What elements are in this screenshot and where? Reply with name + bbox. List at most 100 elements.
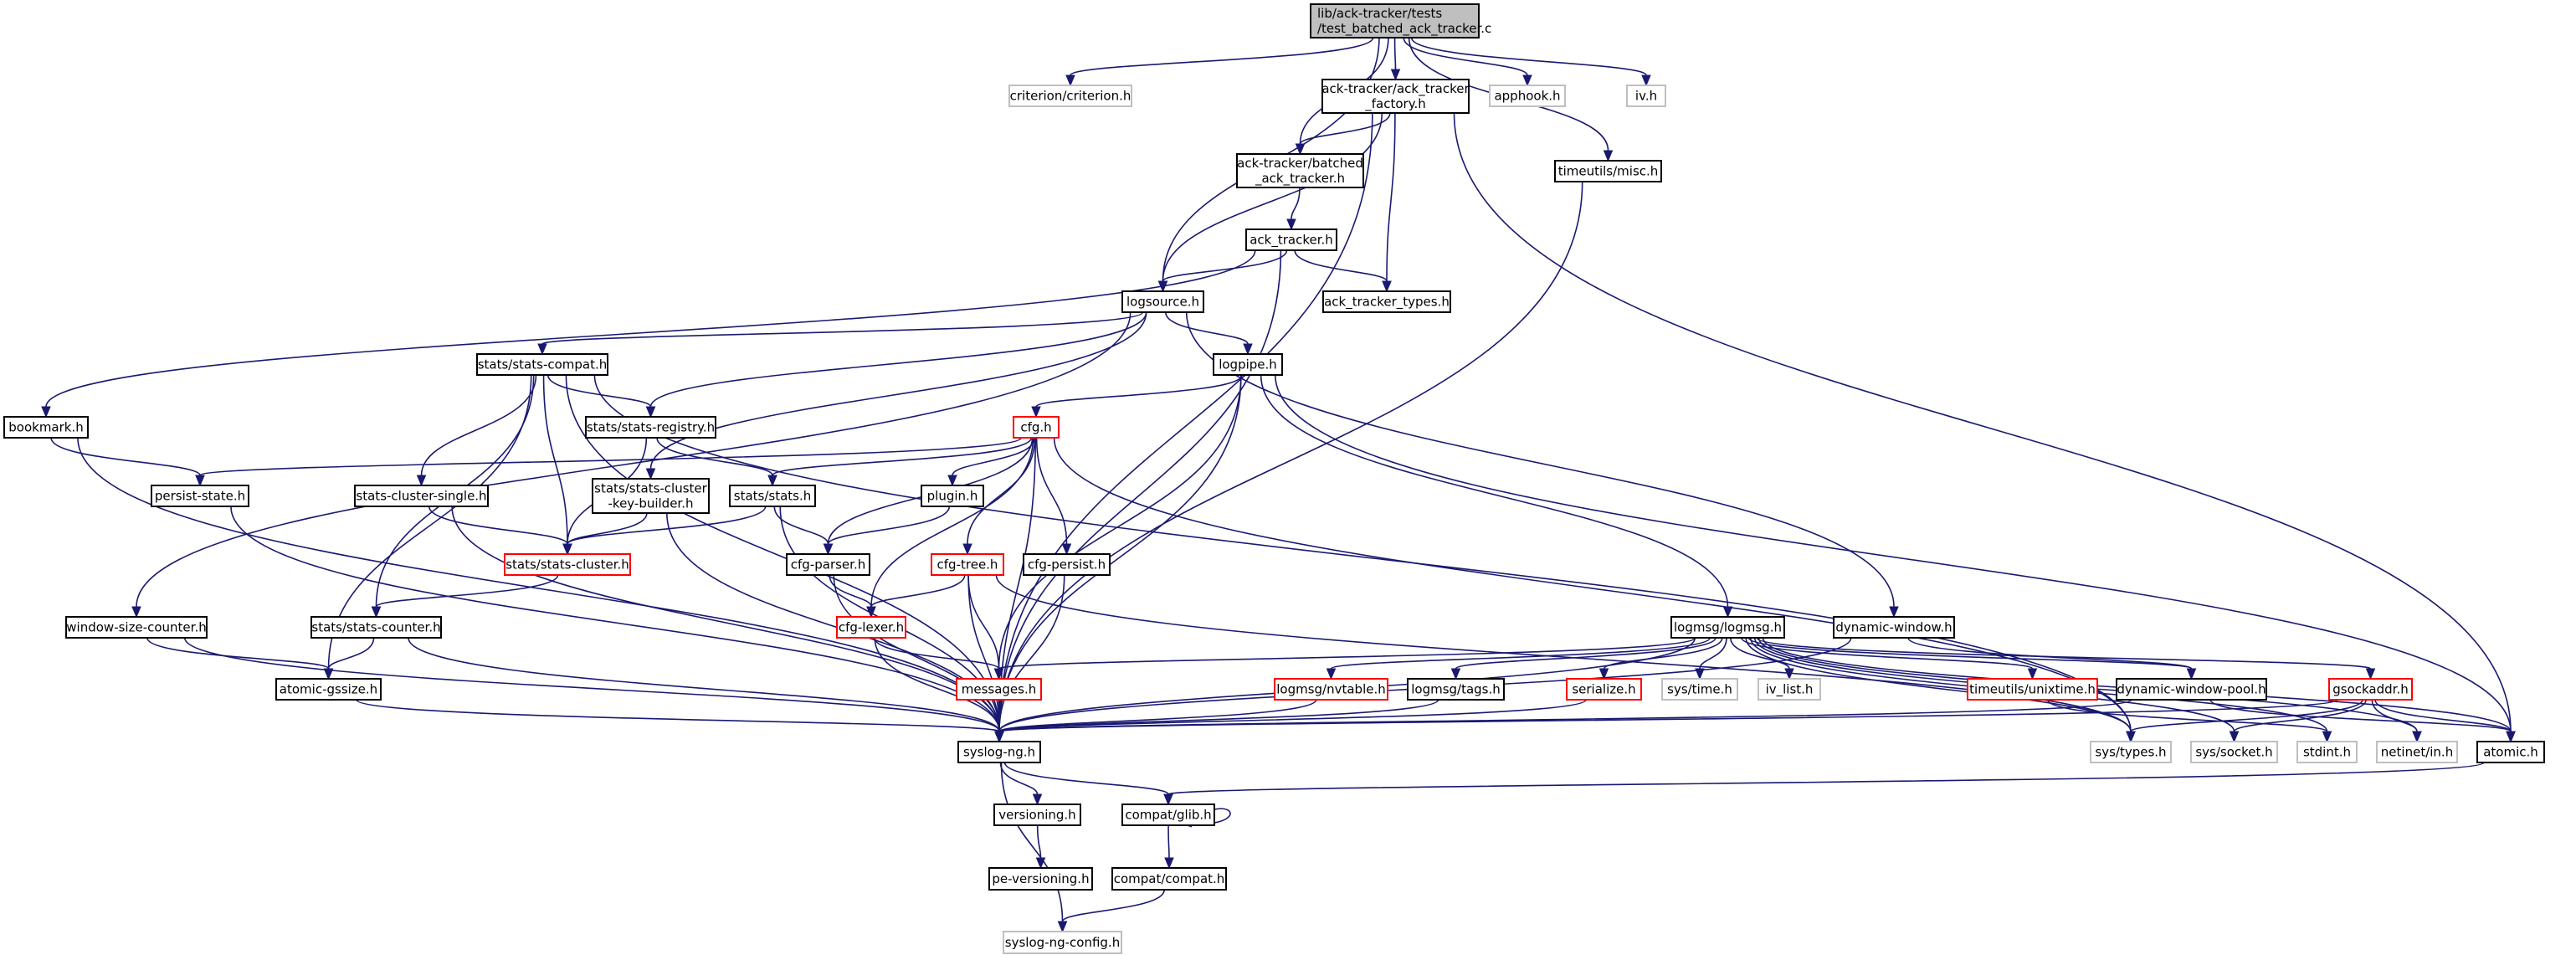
node-tags[interactable]: logmsg/tags.h xyxy=(1407,678,1505,701)
edge-line xyxy=(327,637,375,670)
node-stats-registry[interactable]: stats/stats-registry.h xyxy=(585,416,716,439)
arrowhead xyxy=(131,606,141,619)
node-stats-h[interactable]: stats/stats.h xyxy=(729,485,816,507)
node-messages[interactable]: messages.h xyxy=(956,678,1042,701)
edge-stats_h-to-stats_cluster xyxy=(562,506,767,556)
edge-line xyxy=(952,437,1035,476)
arrowhead xyxy=(1164,857,1174,870)
edge-compat_glib-to-compat_compat xyxy=(1164,824,1174,870)
arrowhead xyxy=(823,543,834,556)
node-syslog-ng[interactable]: syslog-ng.h xyxy=(957,741,1041,763)
node-label: iv_list.h xyxy=(1766,682,1814,698)
arrowhead xyxy=(1641,74,1651,87)
node-criterion[interactable]: criterion/criterion.h xyxy=(1008,85,1132,107)
node-atomic-gssize[interactable]: atomic-gssize.h xyxy=(275,678,382,701)
node-label: stats/stats-registry.h xyxy=(587,420,715,435)
node-atomic[interactable]: atomic.h xyxy=(2476,741,2545,763)
node-label: logpipe.h xyxy=(1219,357,1277,372)
node-box xyxy=(729,485,816,507)
edge-line xyxy=(146,637,330,670)
node-logsource[interactable]: logsource.h xyxy=(1121,290,1204,313)
edge-line xyxy=(874,637,1000,670)
edge-ack_factory-to-ack_types xyxy=(1382,112,1396,293)
node-syslog-ng-config[interactable]: syslog-ng-config.h xyxy=(1003,931,1122,954)
node-dynamic-window[interactable]: dynamic-window.h xyxy=(1833,616,1955,639)
node-stats-cluster-single[interactable]: stats-cluster-single.h xyxy=(354,485,489,507)
edge-line xyxy=(2046,699,2328,732)
node-ack-factory[interactable]: ack-tracker/ack_tracker_factory.h xyxy=(1321,79,1470,114)
node-gsockaddr[interactable]: gsockaddr.h xyxy=(2328,678,2413,701)
node-label: cfg-parser.h xyxy=(791,557,865,572)
node-logpipe[interactable]: logpipe.h xyxy=(1213,353,1283,376)
node-stats-ckb[interactable]: stats/stats-cluster-key-builder.h xyxy=(592,478,710,514)
arrowhead xyxy=(993,668,1004,680)
node-netinet-in[interactable]: netinet/in.h xyxy=(2376,741,2458,763)
node-box xyxy=(2116,678,2267,701)
node-root[interactable]: lib/ack-tracker/tests/test_batched_ack_t… xyxy=(1310,3,1491,39)
node-iv-list[interactable]: iv_list.h xyxy=(1758,678,1821,701)
node-label: /test_batched_ack_tracker.c xyxy=(1317,21,1491,37)
edge-line xyxy=(1330,637,1711,670)
edge-line xyxy=(565,374,1000,732)
node-timeutils-misc[interactable]: timeutils/misc.h xyxy=(1554,160,1662,182)
edge-gsockaddr-to-atomic xyxy=(2374,699,2516,743)
node-nvtable[interactable]: logmsg/nvtable.h xyxy=(1274,678,1388,701)
node-box xyxy=(1213,353,1283,376)
node-stats-cluster[interactable]: stats/stats-cluster.h xyxy=(504,553,631,576)
node-label: logsource.h xyxy=(1126,295,1199,310)
node-versioning[interactable]: versioning.h xyxy=(993,804,1081,826)
node-sys-socket[interactable]: sys/socket.h xyxy=(2190,741,2278,763)
edge-line xyxy=(1260,374,1729,608)
edge-stats_cluster-to-stats_counter xyxy=(371,574,559,619)
node-batched[interactable]: ack-tracker/batched_ack_tracker.h xyxy=(1236,153,1364,188)
edge-cfg_persist-to-syslog_ng xyxy=(994,574,1065,743)
node-label: dynamic-window-pool.h xyxy=(2117,682,2266,697)
node-sys-types[interactable]: sys/types.h xyxy=(2090,741,2172,763)
node-ack-types[interactable]: ack_tracker_types.h xyxy=(1322,290,1451,313)
node-stats-compat[interactable]: stats/stats-compat.h xyxy=(476,353,608,376)
arrowhead xyxy=(2322,731,2332,743)
edge-stats_compat-to-stats_cluster xyxy=(542,374,572,556)
node-ack-tracker[interactable]: ack_tracker.h xyxy=(1245,228,1337,251)
edge-line xyxy=(1291,187,1301,220)
node-compat-compat[interactable]: compat/compat.h xyxy=(1111,867,1227,891)
node-cfg[interactable]: cfg.h xyxy=(1013,416,1060,439)
node-cfg-tree[interactable]: cfg-tree.h xyxy=(931,553,1004,576)
edge-syslog_ng-to-syslog_ng_config xyxy=(1000,762,1068,933)
node-cfg-parser[interactable]: cfg-parser.h xyxy=(786,553,870,576)
node-cfg-lexer[interactable]: cfg-lexer.h xyxy=(836,616,906,639)
node-apphook[interactable]: apphook.h xyxy=(1489,85,1566,107)
node-label: messages.h xyxy=(962,682,1037,697)
node-sys-time[interactable]: sys/time.h xyxy=(1661,678,1738,701)
node-bookmark[interactable]: bookmark.h xyxy=(3,416,89,439)
node-box xyxy=(1245,228,1337,251)
node-cfg-persist[interactable]: cfg-persist.h xyxy=(1023,553,1111,576)
node-logmsg[interactable]: logmsg/logmsg.h xyxy=(1670,616,1785,639)
arrowhead xyxy=(1603,150,1614,162)
node-stats-counter[interactable]: stats/stats-counter.h xyxy=(310,616,442,639)
node-iv[interactable]: iv.h xyxy=(1626,85,1666,107)
arrowhead xyxy=(416,475,427,487)
node-plugin[interactable]: plugin.h xyxy=(921,485,984,507)
edge-line xyxy=(967,574,1000,732)
node-label: iv.h xyxy=(1635,89,1657,104)
arrowhead xyxy=(962,543,972,556)
node-stdint[interactable]: stdint.h xyxy=(2296,741,2358,763)
edge-line xyxy=(1299,112,1391,145)
node-dw-pool[interactable]: dynamic-window-pool.h xyxy=(2116,678,2267,701)
node-pe-versioning[interactable]: pe-versioning.h xyxy=(988,867,1093,891)
edge-line xyxy=(870,437,1034,608)
node-persist-state[interactable]: persist-state.h xyxy=(151,485,249,507)
edge-line xyxy=(45,249,1256,408)
node-label: cfg-lexer.h xyxy=(839,620,904,635)
node-compat-glib[interactable]: compat/glib.h xyxy=(1121,804,1215,826)
edge-line xyxy=(1393,37,1397,70)
node-window-size-counter[interactable]: window-size-counter.h xyxy=(65,616,208,639)
edge-logsource-to-stats_compat xyxy=(537,311,1144,356)
edge-line xyxy=(375,574,559,608)
node-serialize[interactable]: serialize.h xyxy=(1566,678,1642,701)
node-unixtime[interactable]: timeutils/unixtime.h xyxy=(1967,678,2098,701)
edge-line xyxy=(1741,637,2034,670)
edge-line xyxy=(2374,699,2512,732)
edge-logmsg-to-unixtime xyxy=(1741,637,2038,680)
